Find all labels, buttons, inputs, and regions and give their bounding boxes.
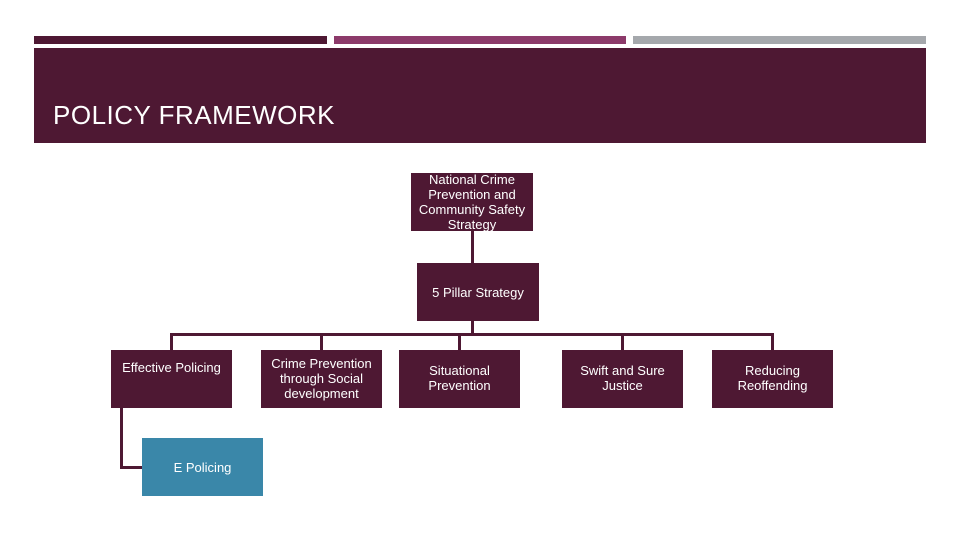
title-banner: POLICY FRAMEWORK [34,48,926,143]
node-pillar-5-label: Reducing Reoffending [737,363,808,393]
accent-bar-maroon [34,36,327,44]
connector-to-pillar-5 [771,333,774,350]
connector-to-pillar-2 [320,333,323,350]
connector-horizontal-bus [170,333,774,336]
node-5-pillar-strategy-label: 5 Pillar Strategy [432,284,524,300]
connector-policing-horizontal [120,466,142,469]
node-pillar-4: Swift and Sure Justice [562,350,683,408]
connector-pillar-stem [471,321,474,335]
connector-policing-vertical [120,408,123,468]
slide-title: POLICY FRAMEWORK [53,100,336,130]
connector-to-pillar-3 [458,333,461,350]
node-pillar-5: Reducing Reoffending [712,350,833,408]
node-pillar-2-label: Crime Prevention through Social developm… [271,356,372,401]
connector-to-pillar-1 [170,333,173,350]
node-pillar-1: Effective Policing [111,350,232,408]
node-5-pillar-strategy: 5 Pillar Strategy [417,263,539,321]
accent-bar-magenta [334,36,626,44]
node-pillar-1-label: Effective Policing [122,360,221,375]
node-e-policing-label: E Policing [173,459,232,475]
connector-root-to-pillar [471,231,474,263]
node-pillar-3: Situational Prevention [399,350,520,408]
node-pillar-4-label: Swift and Sure Justice [580,363,665,393]
node-national-strategy-label: National Crime Prevention and Community … [418,172,526,232]
node-e-policing: E Policing [142,438,263,496]
connector-to-pillar-4 [621,333,624,350]
accent-bar-gray [633,36,926,44]
node-pillar-2: Crime Prevention through Social developm… [261,350,382,408]
node-pillar-3-label: Situational Prevention [428,363,491,393]
node-national-strategy: National Crime Prevention and Community … [411,172,533,232]
